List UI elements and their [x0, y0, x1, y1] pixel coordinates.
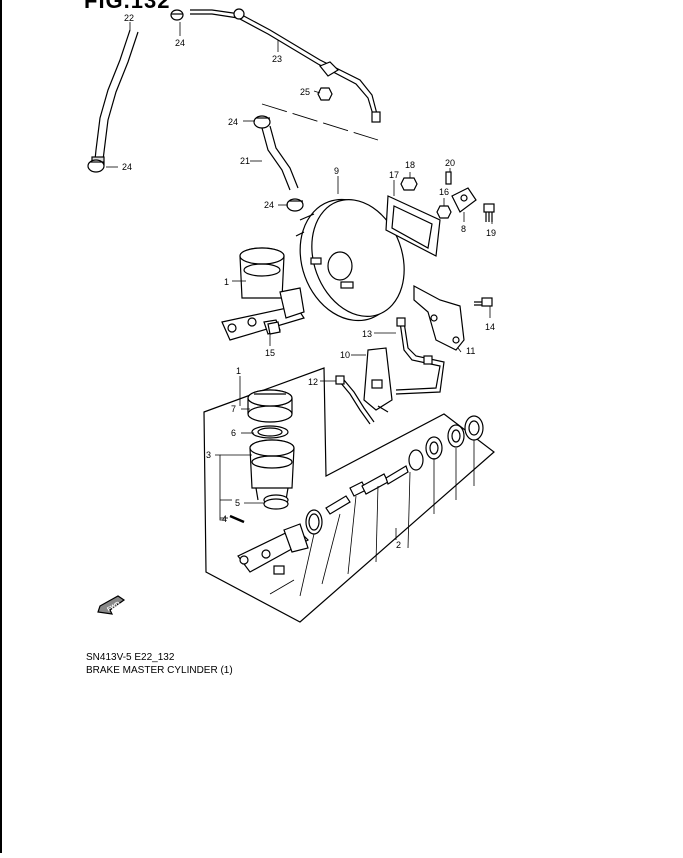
leader-lines	[106, 22, 493, 597]
callout-11: 11	[466, 346, 475, 356]
forward-arrow-icon	[97, 595, 126, 615]
callout-25: 25	[300, 87, 310, 97]
hose-clip-24c	[286, 198, 304, 212]
callout-labels: 22 24 23 25 24 21 24 24 9 17 18 20 16 8 …	[122, 13, 496, 550]
clevis-8	[451, 187, 477, 213]
callout-24: 24	[228, 117, 238, 127]
callout-2: 2	[396, 540, 401, 550]
callout-19: 19	[486, 228, 496, 238]
callout-16: 16	[439, 187, 449, 197]
bolt-14	[474, 297, 493, 307]
callout-4: 4	[222, 514, 227, 524]
callout-14: 14	[485, 322, 495, 332]
valve-10	[363, 347, 393, 413]
diagram-name: BRAKE MASTER CYLINDER (1)	[86, 665, 233, 676]
brake-pipe-13	[395, 317, 445, 395]
bolt-19	[483, 203, 495, 222]
callout-9: 9	[334, 166, 339, 176]
callout-10: 10	[340, 350, 350, 360]
grommet-5	[263, 494, 289, 510]
nut-25	[317, 87, 333, 101]
callout-5: 5	[235, 498, 240, 508]
diaphragm-6	[251, 425, 289, 439]
diagram-code: SN413V-5 E22_132	[86, 652, 175, 663]
bracket-11	[413, 284, 465, 351]
vacuum-pipe-23	[190, 8, 381, 123]
callout-13: 13	[362, 329, 372, 339]
callout-20: 20	[445, 158, 455, 168]
callout-7: 7	[231, 404, 236, 414]
vacuum-hose-21	[261, 125, 299, 191]
pin-20	[445, 171, 452, 185]
nut-18	[400, 177, 418, 191]
callout-21: 21	[240, 156, 250, 166]
nut-16	[436, 205, 452, 219]
master-cylinder-body	[237, 523, 309, 575]
master-cylinder-assembly-1	[221, 247, 305, 341]
gasket-17	[385, 195, 441, 257]
brake-booster-9	[295, 198, 406, 322]
frame-edge	[0, 0, 2, 853]
brake-pipe-12	[335, 375, 375, 425]
pin-4	[229, 514, 245, 524]
hose-clip-24b	[253, 115, 271, 129]
callout-15: 15	[265, 348, 275, 358]
hose-clip-24a	[170, 9, 184, 21]
bolt-15	[267, 321, 281, 335]
callout-1: 1	[236, 366, 241, 376]
reservoir-3	[249, 439, 295, 501]
hose-clip-24d	[87, 159, 105, 173]
callout-3: 3	[206, 450, 211, 460]
reservoir-cap-7	[247, 389, 293, 423]
callout-24: 24	[122, 162, 132, 172]
callout-23: 23	[272, 54, 282, 64]
callout-6: 6	[231, 428, 236, 438]
callout-22: 22	[124, 13, 134, 23]
callout-17: 17	[389, 170, 399, 180]
callout-12: 12	[308, 377, 318, 387]
callout-24: 24	[264, 200, 274, 210]
callout-8: 8	[461, 224, 466, 234]
callout-18: 18	[405, 160, 415, 170]
vacuum-hose-22	[91, 29, 139, 166]
piston-kit-2	[305, 415, 484, 535]
callout-1: 1	[224, 277, 229, 287]
figure-title: FIG.132	[84, 0, 171, 13]
callout-24: 24	[175, 38, 185, 48]
